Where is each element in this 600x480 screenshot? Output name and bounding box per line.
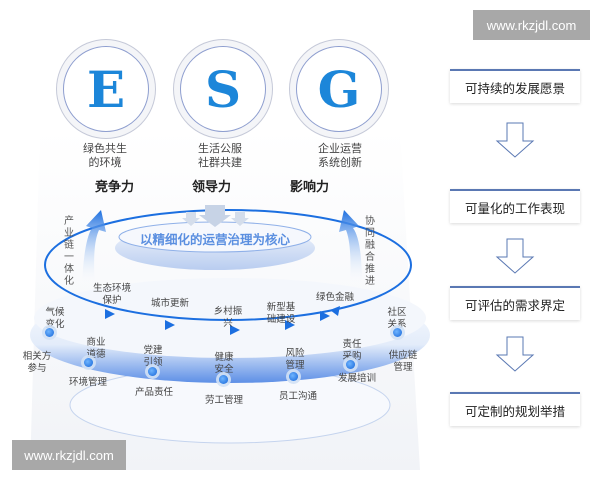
- flow-arrow-icon: [230, 325, 240, 335]
- item-supply-chain: 供应链管理: [388, 350, 418, 373]
- item-ethics: 商业道德: [86, 337, 106, 360]
- dot-marker: [219, 375, 228, 384]
- esg-circle-s: S: [180, 46, 266, 132]
- esg-s-caption: 生活公服社群共建: [180, 142, 260, 170]
- item-labor: 劳工管理: [204, 395, 243, 406]
- funnel-arrow-icon: [231, 212, 249, 226]
- caption-line: 社群共建: [198, 156, 242, 169]
- esg-circle-g: G: [296, 46, 382, 132]
- esg-e-caption: 绿色共生的环境: [65, 142, 145, 170]
- down-arrow-icon: [495, 122, 535, 158]
- funnel-arrow-icon: [182, 212, 200, 226]
- middle-disc-top: [34, 278, 426, 358]
- power-label-competitiveness: 竞争力: [95, 180, 135, 195]
- ring-flow-arrows: [105, 306, 340, 335]
- core-title: 以精细化的运营治理为核心: [139, 232, 290, 247]
- item-health: 健康安全: [214, 352, 234, 375]
- ring-item-eco-protection: 生态环境保护: [92, 283, 131, 306]
- caption-line: 生活公服: [198, 142, 242, 155]
- power-label-influence: 影响力: [290, 180, 330, 195]
- step-box-vision: 可持续的发展愿景: [450, 69, 580, 103]
- item-risk: 风险管理: [285, 348, 305, 371]
- item-env-mgmt: 环境管理: [68, 377, 107, 388]
- ring-item-green-finance: 绿色金融: [315, 292, 354, 303]
- step-box-needs: 可评估的需求界定: [450, 286, 580, 320]
- item-product: 产品责任: [134, 387, 173, 398]
- dot-marker: [393, 328, 402, 337]
- item-procurement: 责任采购: [342, 339, 362, 362]
- power-label-leadership: 领导力: [192, 180, 232, 195]
- item-community: 社区关系: [387, 307, 407, 330]
- ring-item-rural-revitalization: 乡村振兴: [213, 306, 243, 329]
- item-training: 发展培训: [337, 373, 376, 384]
- flow-arrow-icon: [330, 306, 340, 316]
- flow-arrow-icon: [320, 311, 330, 321]
- item-stakeholder: 相关方参与: [22, 351, 52, 374]
- left-arrow-text: 产业链一体化: [64, 216, 74, 287]
- up-arrow-right-icon: [339, 210, 362, 285]
- funnel-arrow-icon: [199, 205, 231, 227]
- dot-marker: [346, 360, 355, 369]
- dot-marker: [45, 328, 54, 337]
- esg-diagram-graphic: [30, 130, 430, 470]
- esg-circle-e: E: [63, 46, 149, 132]
- right-arrow-text: 协同融合推进: [365, 216, 375, 287]
- flow-arrow-icon: [105, 309, 115, 319]
- esg-g-caption: 企业运营系统创新: [300, 142, 380, 170]
- down-arrow-icon: [495, 336, 535, 372]
- ring-item-urban-renewal: 城市更新: [150, 298, 189, 309]
- dot-marker: [289, 372, 298, 381]
- caption-line: 的环境: [88, 156, 122, 169]
- outer-ring: [44, 209, 412, 321]
- step-box-performance: 可量化的工作表现: [450, 189, 580, 223]
- watermark-bottom: www.rkzjdl.com: [12, 440, 126, 470]
- dot-marker: [148, 367, 157, 376]
- ring-item-new-infrastructure: 新型基础建设: [266, 302, 296, 325]
- caption-line: 绿色共生: [83, 142, 127, 155]
- item-climate: 气候变化: [45, 307, 65, 330]
- caption-line: 企业运营: [318, 142, 362, 155]
- flow-arrow-icon: [285, 320, 295, 330]
- item-staff-comm: 员工沟通: [278, 391, 317, 402]
- watermark-top: www.rkzjdl.com: [473, 10, 590, 40]
- flow-arrow-icon: [165, 320, 175, 330]
- item-party: 党建引领: [143, 345, 163, 368]
- dot-marker: [84, 358, 93, 367]
- up-arrow-left-icon: [82, 210, 106, 285]
- down-arrow-icon: [495, 238, 535, 274]
- step-box-planning: 可定制的规划举措: [450, 392, 580, 426]
- caption-line: 系统创新: [318, 156, 362, 169]
